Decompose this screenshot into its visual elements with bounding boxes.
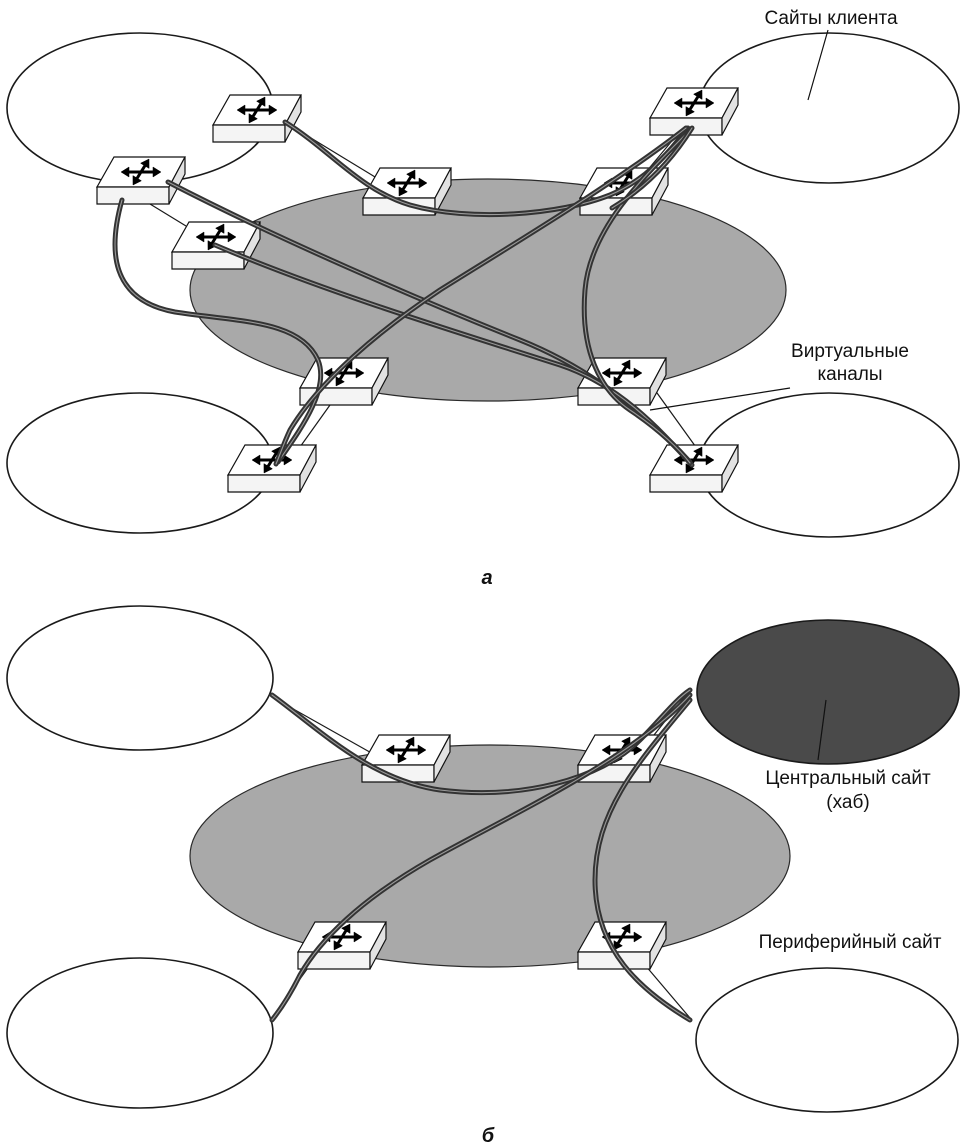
central-site-leader xyxy=(817,699,827,761)
router-icon xyxy=(360,733,452,784)
peripheral-site-bottom-right xyxy=(695,967,959,1113)
client-sites-leader xyxy=(807,29,829,101)
provider-network-cloud xyxy=(189,178,787,402)
client-site-top-right xyxy=(698,32,960,184)
router-icon xyxy=(211,93,303,144)
panel-a-full-mesh: Сайты клиента Виртуальные каналы а xyxy=(6,8,960,589)
router-icon xyxy=(226,443,318,494)
virtual-channel-highlight xyxy=(114,199,322,463)
client-sites-label: Сайты клиента xyxy=(764,8,898,29)
virtual-channels-label-line2: каналы xyxy=(817,364,882,385)
client-site-bottom-right xyxy=(698,392,960,538)
access-link xyxy=(644,964,691,1019)
panel-b-caption: б xyxy=(482,1125,495,1147)
central-site-label: Центральный сайт xyxy=(765,768,931,789)
access-link xyxy=(651,385,699,451)
access-link xyxy=(299,404,331,448)
virtual-channel-highlight xyxy=(611,127,693,209)
provider-network-cloud xyxy=(189,744,791,968)
router-icon xyxy=(648,443,740,494)
virtual-channels-label: Виртуальные xyxy=(791,341,909,362)
client-site-top-left xyxy=(6,605,274,751)
virtual-channel-highlight xyxy=(271,694,691,1021)
router-icon xyxy=(95,155,187,206)
client-site-bottom-left xyxy=(6,392,274,534)
peripheral-site-bottom-left xyxy=(6,957,274,1109)
virtual-channels-leader xyxy=(649,387,791,411)
central-site-label-line2: (хаб) xyxy=(826,792,869,813)
peripheral-site-label: Периферийный сайт xyxy=(759,932,942,953)
virtual-channel-highlight xyxy=(275,127,687,465)
virtual-channel-highlight xyxy=(594,699,691,1021)
access-link xyxy=(149,203,187,227)
panel-b-hub-and-spoke: Центральный сайт (хаб) Периферийный сайт… xyxy=(6,605,960,1147)
central-site-hub xyxy=(696,619,960,765)
panel-a-caption: а xyxy=(481,567,492,589)
